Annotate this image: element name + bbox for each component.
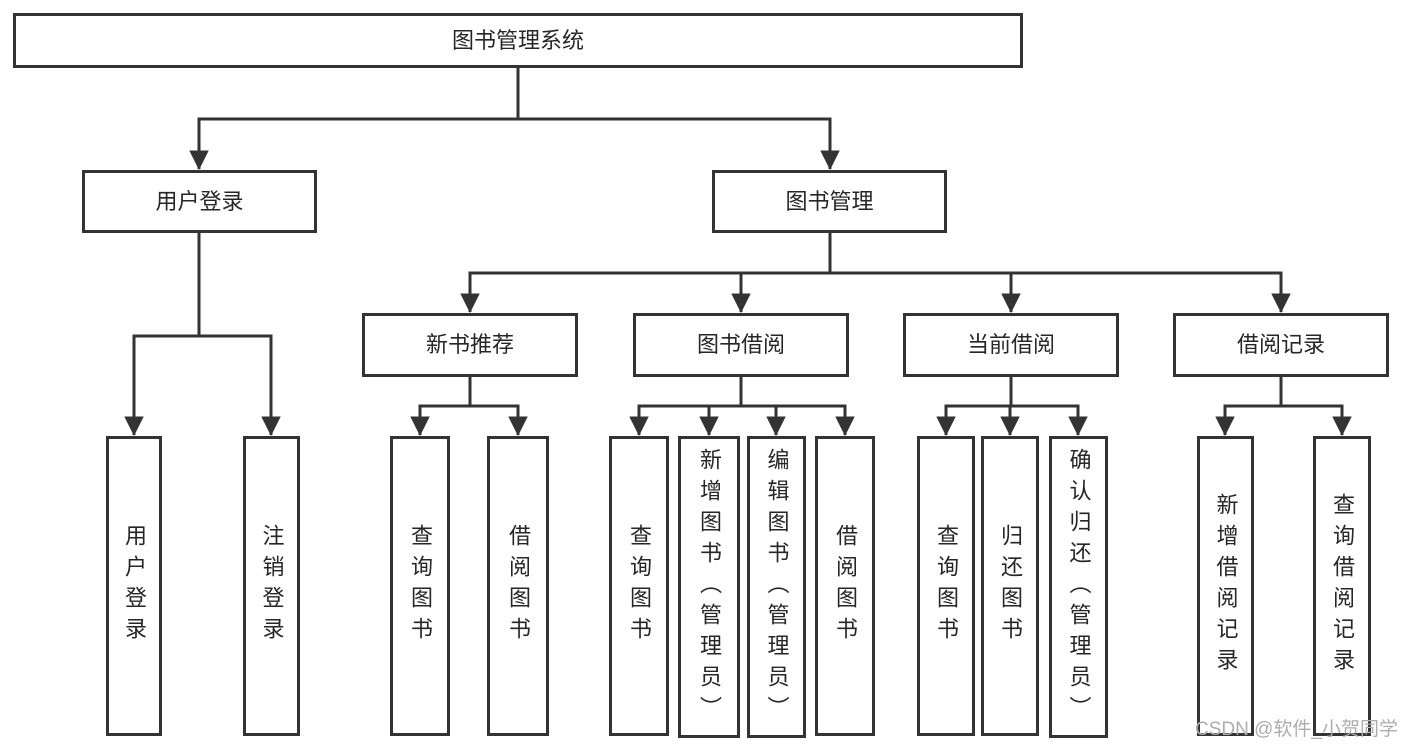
leaf-query-borrow-record: 查询借阅记录	[1313, 436, 1371, 736]
leaf-edit-books-admin: 编辑图书（管理员）	[747, 436, 806, 738]
leaf-query-books-current: 查询图书	[917, 436, 975, 736]
leaf-add-borrow-record: 新增借阅记录	[1197, 436, 1254, 736]
leaf-add-books-admin: 新增图书（管理员）	[678, 436, 740, 738]
node-book-management: 图书管理	[712, 170, 947, 233]
node-book-borrowing: 图书借阅	[633, 313, 849, 377]
leaf-query-books-borrowing: 查询图书	[609, 436, 669, 736]
node-user-login: 用户登录	[82, 170, 317, 233]
leaf-borrow-books: 借阅图书	[815, 436, 875, 736]
leaf-return-books: 归还图书	[981, 436, 1039, 736]
node-library-system: 图书管理系统	[13, 13, 1023, 68]
node-borrowing-records: 借阅记录	[1173, 313, 1389, 377]
csdn-watermark: CSDN @软件_小贺同学	[1195, 719, 1398, 740]
node-new-book-recommend: 新书推荐	[362, 313, 578, 377]
connector-arrows	[124, 119, 1352, 436]
node-current-borrowing: 当前借阅	[903, 313, 1119, 377]
leaf-confirm-return-admin: 确认归还（管理员）	[1049, 436, 1108, 738]
leaf-logout: 注销登录	[243, 436, 300, 736]
leaf-user-login: 用户登录	[106, 436, 162, 736]
leaf-query-books-recommend: 查询图书	[390, 436, 450, 736]
leaf-borrow-books-recommend: 借阅图书	[487, 436, 549, 736]
